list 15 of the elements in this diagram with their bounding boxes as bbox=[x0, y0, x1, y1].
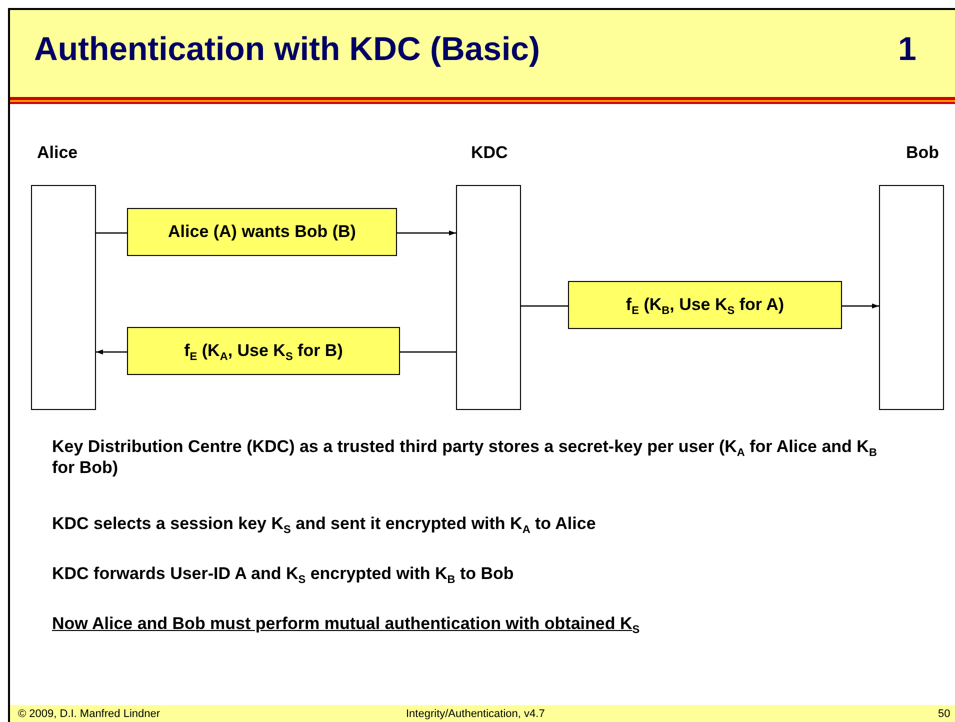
participant-name: Bob bbox=[906, 143, 940, 163]
body-text: KDC forwards User-ID A and K$_{S}$ encrypted with K$_{B}$ to Bob bbox=[52, 564, 514, 584]
body-text: Key Distribution Centre (KDC) as a trusted third party stores a secret-key per user (K$_{A}$ for Alice and K$_{B}$ for Bob) bbox=[52, 436, 878, 478]
participant-name: Alice bbox=[37, 143, 78, 163]
message-label: f$_{E}$ (K$_{B}$, Use K$_{S}$ for A) bbox=[568, 281, 842, 329]
slide-title: Authentication with KDC (Basic) bbox=[34, 30, 540, 68]
body-text: KDC selects a session key K$_{S}$ and sent it encrypted with K$_{A}$ to Alice bbox=[52, 514, 596, 534]
body-text: Now Alice and Bob must perform mutual authentication with obtained K$_{S}$ bbox=[52, 614, 640, 634]
page-number: 50 bbox=[938, 708, 950, 720]
footer-text: Integrity/Authentication, v4.7 bbox=[406, 708, 545, 720]
message-label: Alice (A) wants Bob (B) bbox=[127, 208, 397, 256]
participant-name: KDC bbox=[471, 143, 508, 163]
slide-number: 1 bbox=[898, 30, 916, 68]
footer-text: © 2009, D.I. Manfred Lindner bbox=[18, 708, 160, 720]
message-label: f$_{E}$ (K$_{A}$, Use K$_{S}$ for B) bbox=[127, 327, 400, 375]
